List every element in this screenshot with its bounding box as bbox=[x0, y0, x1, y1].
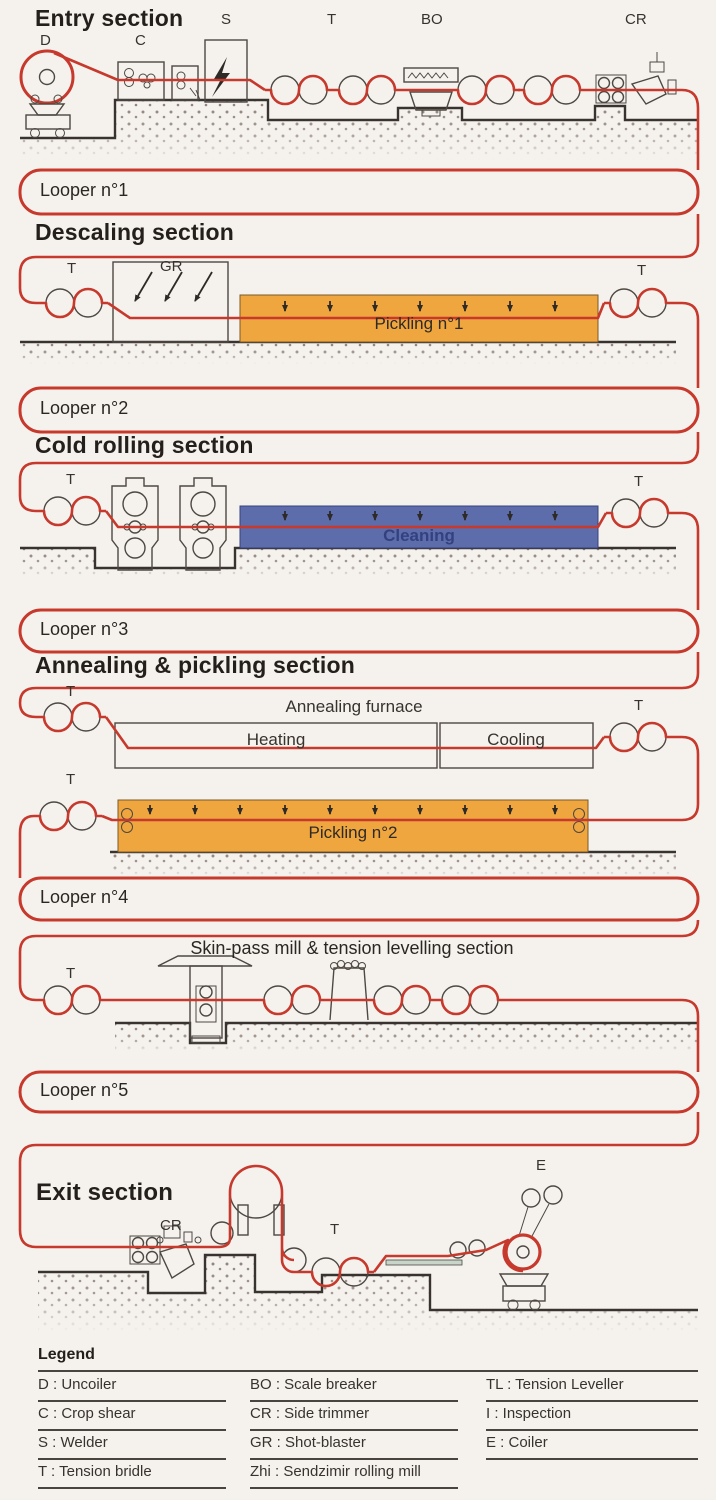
looper-4-label: Looper n°4 bbox=[40, 887, 129, 907]
annealing-bridle-1-label: T bbox=[66, 683, 76, 700]
legend-item-shot-blaster: GR : Shot-blaster bbox=[250, 1434, 458, 1460]
legend-item-scale-breaker: BO : Scale breaker bbox=[250, 1376, 458, 1402]
legend-title: Legend bbox=[38, 1346, 698, 1372]
annealing-bridle-right-label: T bbox=[634, 697, 644, 714]
crop-shear-label: C bbox=[135, 32, 146, 49]
annealing-section-title: Annealing & pickling section bbox=[35, 652, 355, 678]
sendzimir-mill-stand-2 bbox=[179, 477, 227, 571]
looper-2-label: Looper n°2 bbox=[40, 398, 129, 418]
cleaning-label: Cleaning bbox=[383, 526, 455, 545]
legend-item-crop-shear: C : Crop shear bbox=[38, 1405, 226, 1431]
pickling-1-spray-arrows bbox=[282, 301, 558, 312]
skin-pass-mill bbox=[157, 955, 253, 1044]
exit-section-title: Exit section bbox=[36, 1179, 174, 1206]
uncoiler bbox=[19, 49, 75, 138]
sendzimir-mill-stand-1 bbox=[111, 477, 159, 571]
exit-tension-leveller-bar bbox=[385, 1239, 486, 1266]
legend-item-tension-leveller: TL : Tension Leveller bbox=[486, 1376, 698, 1402]
tension-leveller-tower bbox=[329, 960, 369, 1021]
annealing-bridle-2-label: T bbox=[66, 771, 76, 788]
descaling-bridle-left-label: T bbox=[67, 260, 77, 277]
ground-exit bbox=[38, 1253, 698, 1332]
pickling-1-label: Pickling n°1 bbox=[374, 314, 464, 333]
welder bbox=[204, 39, 248, 103]
legend-item-side-trimmer: CR : Side trimmer bbox=[250, 1405, 458, 1431]
legend-item-welder: S : Welder bbox=[38, 1434, 226, 1460]
entry-bridle-label: T bbox=[327, 11, 337, 28]
cold-bridle-right-label: T bbox=[634, 473, 644, 490]
ground-entry bbox=[20, 98, 698, 160]
exit-trimmer-label: CR bbox=[160, 1217, 182, 1234]
legend-item-tension-bridle: T : Tension bridle bbox=[38, 1463, 226, 1489]
pickling-2-spray-arrows bbox=[147, 805, 558, 815]
descaling-section-title: Descaling section bbox=[35, 219, 234, 245]
scale-breaker bbox=[403, 67, 459, 117]
uncoiler-label: D bbox=[40, 32, 51, 49]
cold-bridle-left-label: T bbox=[66, 471, 76, 488]
skin-pass-section-title: Skin-pass mill & tension levelling secti… bbox=[190, 938, 514, 958]
skin-pass-bridle-label: T bbox=[66, 965, 76, 982]
entry-small-unit bbox=[171, 65, 201, 101]
legend-item-uncoiler: D : Uncoiler bbox=[38, 1376, 226, 1402]
exit-bridle-label: T bbox=[330, 1221, 340, 1238]
scale-breaker-label: BO bbox=[421, 11, 443, 28]
ground-annealing bbox=[110, 850, 676, 876]
looper-1-label: Looper n°1 bbox=[40, 180, 129, 200]
exit-side-trimmer bbox=[129, 1225, 202, 1280]
ground-skin-pass bbox=[115, 1021, 698, 1052]
looper-5-label: Looper n°5 bbox=[40, 1080, 129, 1100]
ground-cold-rolling bbox=[20, 546, 676, 578]
legend-item-coiler: E : Coiler bbox=[486, 1434, 698, 1460]
heating-label: Heating bbox=[246, 730, 306, 749]
entry-trimmer-label: CR bbox=[625, 11, 647, 28]
looper-3-label: Looper n°3 bbox=[40, 619, 129, 639]
strip-path bbox=[18, 51, 700, 1274]
cold-rolling-section-title: Cold rolling section bbox=[35, 432, 254, 458]
legend-item-sendzimir: Zhi : Sendzimir rolling mill bbox=[250, 1463, 458, 1489]
entry-side-trimmer bbox=[595, 52, 677, 105]
legend-item-inspection: I : Inspection bbox=[486, 1405, 698, 1431]
entry-section-title: Entry section bbox=[35, 5, 184, 31]
ground-descaling bbox=[20, 340, 676, 364]
annealing-furnace-label: Annealing furnace bbox=[285, 697, 423, 716]
shot-blaster-label: GR bbox=[160, 258, 183, 275]
coiler-label: E bbox=[536, 1157, 547, 1174]
annealing-furnace-box bbox=[114, 722, 594, 769]
pickling-2-label: Pickling n°2 bbox=[308, 823, 398, 842]
shot-blaster bbox=[112, 261, 229, 343]
cooling-label: Cooling bbox=[487, 730, 545, 749]
welder-label: S bbox=[221, 11, 232, 28]
cleaning-spray-arrows bbox=[282, 511, 558, 521]
coiler bbox=[498, 1185, 563, 1311]
descaling-bridle-right-label: T bbox=[637, 262, 647, 279]
